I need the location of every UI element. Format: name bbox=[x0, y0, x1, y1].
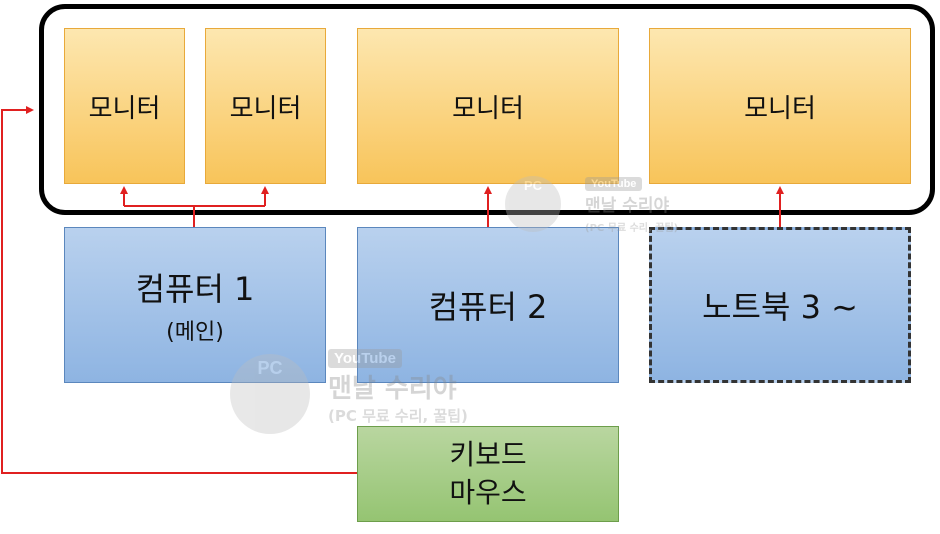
mouse-label: 마우스 bbox=[449, 476, 527, 509]
keyboard-label: 키보드 bbox=[449, 438, 527, 472]
computer-1-sublabel: (메인) bbox=[166, 320, 224, 345]
monitor-2: 모니터 bbox=[205, 28, 326, 184]
notebook-3: 노트북 3 ~ bbox=[649, 227, 911, 383]
computer-2: 컴퓨터 2 bbox=[357, 227, 619, 383]
monitor-3: 모니터 bbox=[357, 28, 619, 184]
monitor-1: 모니터 bbox=[64, 28, 185, 184]
monitor-2-label: 모니터 bbox=[229, 93, 302, 124]
notebook-3-label: 노트북 3 ~ bbox=[702, 288, 858, 326]
monitor-4: 모니터 bbox=[649, 28, 911, 184]
monitor-4-label: 모니터 bbox=[744, 93, 816, 124]
computer-1-label: 컴퓨터 1 bbox=[135, 270, 255, 308]
arrow-input-to-frame bbox=[1, 106, 357, 474]
computer-2-label: 컴퓨터 2 bbox=[428, 288, 548, 326]
computer-1: 컴퓨터 1 (메인) bbox=[64, 227, 326, 383]
monitor-1-label: 모니터 bbox=[88, 93, 161, 124]
keyboard-mouse-box: 키보드 마우스 bbox=[357, 426, 619, 522]
monitor-3-label: 모니터 bbox=[452, 93, 524, 124]
